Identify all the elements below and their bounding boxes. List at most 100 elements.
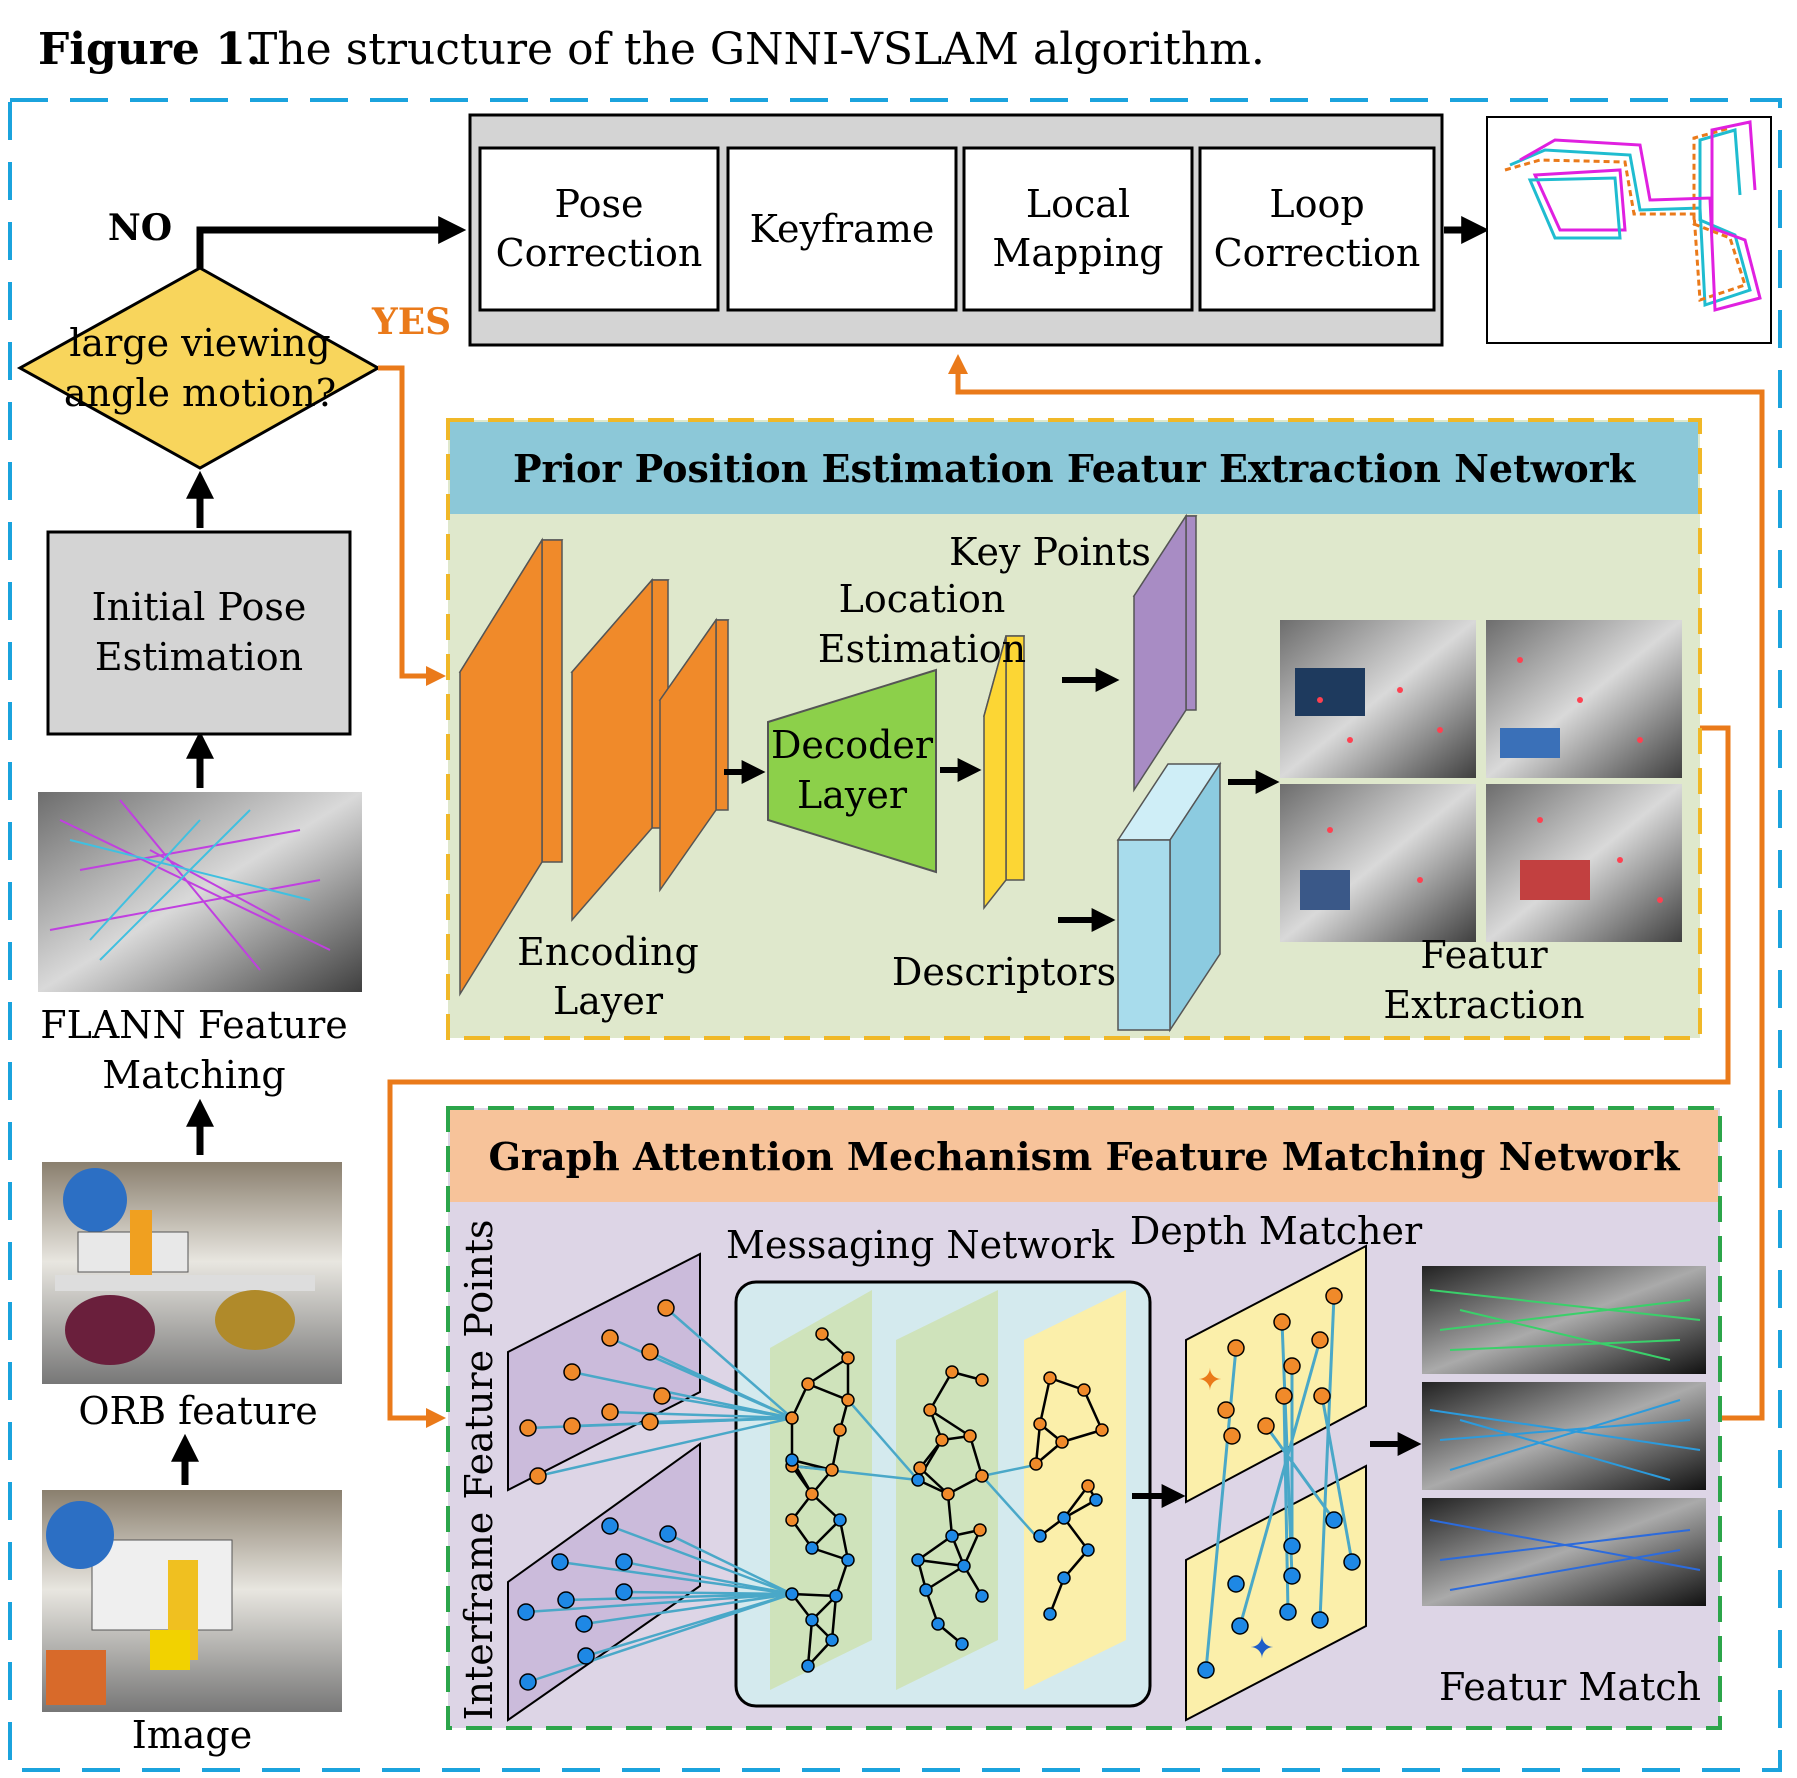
graph-node	[833, 1513, 847, 1527]
feature-point-blue	[615, 1553, 633, 1571]
feature-point-orange	[601, 1403, 619, 1421]
graph-node	[975, 1373, 989, 1387]
star-orange-icon: ✦	[1197, 1364, 1222, 1397]
match-photos	[1422, 1266, 1706, 1606]
graph-node	[919, 1583, 933, 1597]
messaging-plane-3	[1024, 1290, 1126, 1690]
descriptors-layer	[1116, 761, 1222, 1033]
graph-node	[825, 1463, 839, 1477]
initial-pose-box	[46, 530, 352, 736]
attention-edge	[537, 1416, 793, 1478]
graph-node	[1081, 1479, 1095, 1493]
loop-correction-line1: Loop	[1269, 182, 1364, 226]
extraction-line1: Featur	[1420, 933, 1548, 977]
depth-node-blue	[1311, 1611, 1329, 1629]
graph-node	[785, 1587, 799, 1601]
graph-node	[923, 1403, 937, 1417]
graph-edge	[1082, 1389, 1104, 1431]
graph-node	[805, 1541, 819, 1555]
depth-node-blue	[1283, 1567, 1301, 1585]
image-photo	[42, 1490, 342, 1712]
graph-node	[941, 1487, 955, 1501]
feature-point-orange	[529, 1467, 547, 1485]
graph-node	[829, 1589, 843, 1603]
depth-node-orange	[1311, 1331, 1329, 1349]
pose-correction-line2: Correction	[496, 231, 703, 275]
feature-point-blue	[575, 1615, 593, 1633]
graph-node	[785, 1411, 799, 1425]
graph-edge	[917, 1558, 965, 1568]
attention-edge	[609, 1410, 793, 1420]
location-line2: Estimation	[818, 627, 1026, 671]
graph-edge	[838, 1519, 850, 1561]
depth-node-orange	[1275, 1387, 1293, 1405]
attention-edge	[609, 1524, 793, 1596]
graph-node	[805, 1487, 819, 1501]
graph-node	[963, 1429, 977, 1443]
figure-caption: The structure of the GNNI-VSLAM algorith…	[248, 24, 1265, 75]
feature-point-blue	[601, 1517, 619, 1535]
graph-node	[785, 1513, 799, 1527]
depth-node-orange	[1257, 1417, 1275, 1435]
graph-node	[825, 1633, 839, 1647]
feature-point-orange	[563, 1417, 581, 1435]
graph-edge	[830, 1595, 838, 1641]
graph-edge	[791, 1592, 837, 1598]
flann-label-line1: FLANN Feature	[40, 1003, 347, 1047]
interframe-plane-top	[507, 1252, 701, 1492]
graph-node	[975, 1589, 989, 1603]
local-mapping-line2: Mapping	[992, 231, 1163, 275]
local-mapping-line1: Local	[1026, 182, 1130, 226]
feature-point-orange	[641, 1343, 659, 1361]
graph-edge	[928, 1371, 954, 1411]
graph-node	[1057, 1571, 1071, 1585]
graph-node	[1089, 1493, 1103, 1507]
feature-point-orange	[641, 1413, 659, 1431]
depth-label: Depth Matcher	[1130, 1209, 1423, 1253]
arrow-yes-to-prior	[378, 365, 446, 686]
figure-label: Figure 1.	[38, 24, 261, 75]
attention-edge	[847, 1399, 919, 1481]
graph-node	[973, 1523, 987, 1537]
star-blue-icon: ✦	[1249, 1632, 1274, 1665]
attention-edge	[981, 1475, 1037, 1537]
orb-label: ORB feature	[78, 1389, 317, 1433]
feature-point-blue	[517, 1603, 535, 1621]
match-line	[1320, 1395, 1354, 1563]
flann-label-line2: Matching	[102, 1053, 286, 1097]
gat-network-header	[450, 1110, 1718, 1202]
pose-correction-line1: Pose	[555, 182, 644, 226]
initial-pose-line2: Estimation	[95, 635, 303, 679]
match-line	[1204, 1347, 1238, 1671]
initial-pose-line1: Initial Pose	[92, 585, 307, 629]
graph-edge	[806, 1619, 814, 1667]
encoding-line1: Encoding	[517, 930, 699, 974]
depth-node-orange	[1273, 1313, 1291, 1331]
arrow-no-to-pipeline	[196, 216, 467, 268]
prior-network-header	[450, 422, 1698, 514]
yes-label: YES	[371, 301, 451, 343]
interframe-plane-bottom	[507, 1442, 701, 1722]
attention-edge	[665, 1307, 793, 1419]
feature-point-blue	[615, 1583, 633, 1601]
decoder-line2: Layer	[797, 773, 908, 817]
depth-node-orange	[1283, 1357, 1301, 1375]
extraction-line2: Extraction	[1383, 983, 1584, 1027]
decision-line2: angle motion?	[64, 371, 336, 415]
graph-edge	[968, 1435, 984, 1477]
match-label: Featur Match	[1439, 1665, 1701, 1709]
graph-node	[833, 1423, 847, 1437]
depth-node-blue	[1231, 1617, 1249, 1635]
depth-node-blue	[1283, 1537, 1301, 1555]
interframe-label: Interframe Feature Points	[457, 1219, 501, 1720]
graph-node	[1043, 1607, 1057, 1621]
trajectory-plot	[1486, 116, 1772, 344]
graph-edge	[1038, 1377, 1052, 1425]
decision-line1: large viewing	[69, 321, 330, 365]
extraction-photos	[1280, 620, 1682, 942]
graph-node	[1077, 1383, 1091, 1397]
depth-plane-bottom	[1185, 1464, 1367, 1722]
attention-edge	[649, 1350, 793, 1420]
attention-edge	[667, 1532, 793, 1596]
feature-point-orange	[519, 1419, 537, 1437]
